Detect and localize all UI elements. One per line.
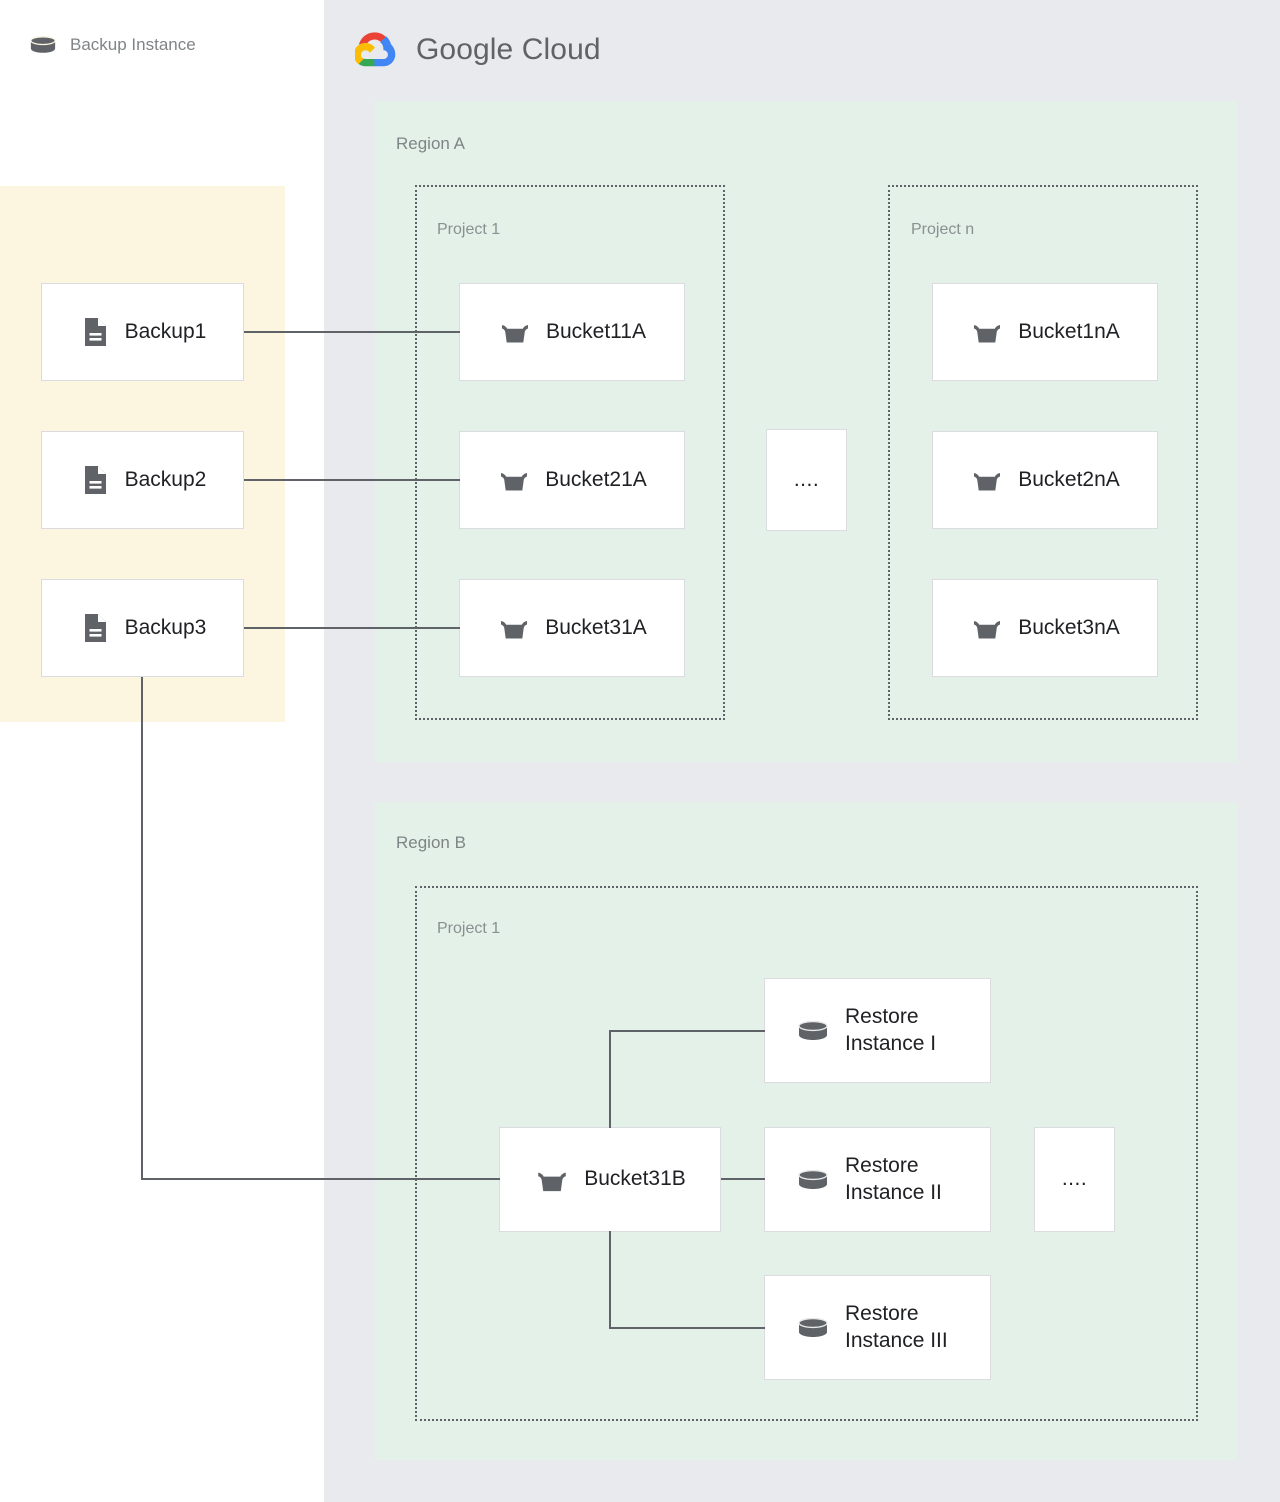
connector-backup1-bucket11a (244, 331, 460, 333)
region-a-project-1-box (415, 185, 725, 720)
region-a-project-1-label: Project 1 (437, 221, 501, 238)
bucket-card-bucket11a[interactable]: Bucket11A (459, 283, 685, 381)
connector-bucket31b-restore-ii (721, 1178, 765, 1180)
bucket-card-label: Bucket1nA (1018, 319, 1120, 343)
bucket-icon (974, 621, 1001, 639)
document-icon (84, 466, 106, 494)
backup-card-label: Backup2 (124, 467, 207, 491)
bucket-card-bucket21a[interactable]: Bucket21A (459, 431, 685, 529)
bucket-icon (974, 473, 1001, 491)
backup-instance-header: Backup Instance (27, 32, 196, 58)
bucket-icon (501, 621, 528, 639)
brand-name-cloud: Cloud (521, 33, 601, 66)
region-a-project-n-box (888, 185, 1198, 720)
database-cylinder-icon (30, 36, 56, 53)
document-icon (84, 318, 106, 346)
restore-instance-label: Restore Instance II (845, 1153, 942, 1204)
restore-instance-card-iii[interactable]: Restore Instance III (764, 1275, 991, 1380)
bucket-card-bucket31b[interactable]: Bucket31B (499, 1127, 721, 1232)
brand-name-google: Google (416, 33, 514, 66)
connector-backup2-bucket21a (244, 479, 460, 481)
bucket-card-label: Bucket31A (545, 615, 647, 639)
bucket-card-label: Bucket11A (545, 319, 646, 343)
restore-instance-label: Restore Instance I (845, 1004, 937, 1055)
backup-card-label: Backup3 (124, 615, 207, 639)
connector-backup3-bucket31b-horizontal (141, 1178, 500, 1180)
bucket-card-label: Bucket3nA (1018, 615, 1120, 639)
backup-card-label: Backup1 (124, 319, 207, 343)
bucket-card-bucket3na[interactable]: Bucket3nA (932, 579, 1158, 677)
database-cylinder-icon (798, 1020, 828, 1040)
bucket-icon (501, 325, 528, 343)
document-icon (84, 614, 106, 642)
backup-card-backup2[interactable]: Backup2 (41, 431, 244, 529)
region-b-label: Region B (396, 833, 466, 852)
bucket-card-bucket2na[interactable]: Bucket2nA (932, 431, 1158, 529)
restore-instance-card-ii[interactable]: Restore Instance II (764, 1127, 991, 1232)
bucket-card-label: Bucket21A (545, 467, 647, 491)
backup-card-backup1[interactable]: Backup1 (41, 283, 244, 381)
restore-instance-label: Restore Instance III (845, 1301, 948, 1352)
region-b-ellipsis-card: .... (1034, 1127, 1115, 1232)
connector-bucket31b-restore-iii-horizontal (609, 1327, 765, 1329)
ellipsis-label: .... (1061, 1167, 1088, 1191)
backup-card-backup3[interactable]: Backup3 (41, 579, 244, 677)
google-cloud-brand: Google Cloud (355, 29, 601, 71)
bucket-card-bucket31a[interactable]: Bucket31A (459, 579, 685, 677)
bucket-card-bucket1na[interactable]: Bucket1nA (932, 283, 1158, 381)
connector-backup3-bucket31b-vertical (141, 677, 143, 1180)
restore-instance-card-i[interactable]: Restore Instance I (764, 978, 991, 1083)
region-a-project-n-label: Project n (911, 221, 975, 238)
bucket-icon (974, 325, 1001, 343)
region-b-project-1-label: Project 1 (437, 920, 501, 937)
connector-backup3-bucket31a (244, 627, 460, 629)
google-cloud-logo-icon (355, 32, 396, 67)
bucket-icon (538, 1172, 566, 1191)
bucket-card-label: Bucket2nA (1018, 467, 1120, 491)
google-cloud-wordmark: Google Cloud (416, 33, 601, 67)
region-a-label: Region A (396, 134, 465, 153)
bucket-icon (501, 473, 528, 491)
connector-bucket31b-restore-iii-vertical (609, 1231, 611, 1329)
region-b-project-1-box (415, 886, 1198, 1421)
ellipsis-label: .... (793, 467, 820, 491)
connector-bucket31b-restore-i-vertical (609, 1030, 611, 1128)
region-a-ellipsis-card: .... (766, 429, 847, 531)
database-cylinder-icon (798, 1169, 828, 1189)
bucket-card-label: Bucket31B (584, 1167, 686, 1191)
database-cylinder-icon (798, 1317, 828, 1337)
connector-bucket31b-restore-i-horizontal (609, 1030, 765, 1032)
backup-instance-title: Backup Instance (70, 35, 196, 54)
